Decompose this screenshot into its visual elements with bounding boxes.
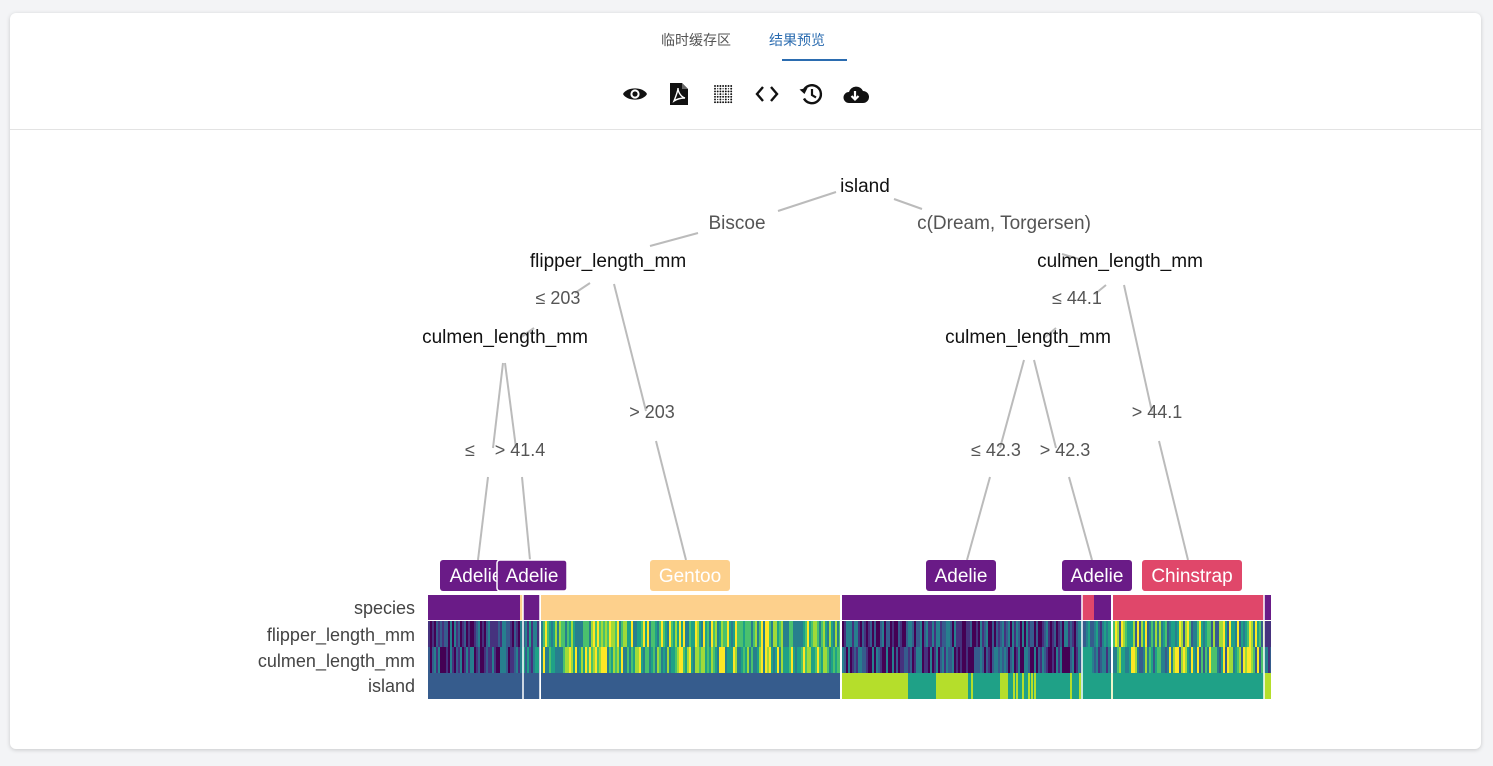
leaf-node: Adelie bbox=[926, 560, 996, 591]
edge-line bbox=[613, 283, 647, 412]
leaf-node: Adelie bbox=[1062, 560, 1132, 591]
leaf-box bbox=[496, 559, 568, 592]
split-node-label: culmen_length_mm bbox=[1037, 251, 1203, 272]
edge-label: ≤ 203 bbox=[536, 288, 581, 308]
edge-line bbox=[1094, 284, 1107, 295]
edge-line bbox=[655, 440, 687, 561]
edge-line bbox=[574, 282, 591, 294]
edge-line bbox=[777, 191, 837, 212]
leaf-node: Adelie bbox=[496, 559, 568, 592]
edge-label: Biscoe bbox=[708, 213, 765, 234]
eye-icon bbox=[623, 88, 647, 100]
edge-line bbox=[1158, 440, 1189, 561]
heatmap-row-label: culmen_length_mm bbox=[258, 651, 415, 672]
split-node-label: culmen_length_mm bbox=[945, 327, 1111, 348]
decision-tree-canvas: island flipper_length_mm culmen_length_m… bbox=[258, 176, 1271, 699]
dot-grid-icon bbox=[714, 85, 733, 104]
edge-label: ≤ bbox=[465, 440, 475, 460]
edge-line bbox=[649, 232, 699, 247]
edge-line bbox=[1123, 284, 1153, 413]
history-button[interactable] bbox=[797, 79, 825, 109]
heatmap-row-label: flipper_length_mm bbox=[267, 625, 415, 646]
leaf-box bbox=[1062, 560, 1132, 591]
active-tab-indicator bbox=[782, 59, 847, 61]
cloud-download-icon bbox=[843, 86, 869, 103]
edge-label: ≤ 42.3 bbox=[971, 440, 1021, 460]
leaf-label: Chinstrap bbox=[1151, 566, 1232, 587]
preview-button[interactable] bbox=[621, 79, 649, 109]
decision-tree: island flipper_length_mm culmen_length_m… bbox=[10, 130, 1481, 749]
pdf-icon bbox=[670, 83, 688, 105]
leaf-box bbox=[1142, 560, 1242, 591]
heatmap-button[interactable] bbox=[709, 79, 737, 109]
feature-heatmap bbox=[428, 595, 1271, 699]
leaf-box bbox=[926, 560, 996, 591]
edge-label: c(Dream, Torgersen) bbox=[917, 213, 1091, 234]
edge-line bbox=[504, 362, 517, 449]
heatmap-row-label: island bbox=[368, 676, 415, 696]
edge-line bbox=[893, 198, 923, 210]
edge-line bbox=[1061, 253, 1083, 261]
toolbar bbox=[10, 79, 1481, 109]
edge-label: ≤ 44.1 bbox=[1052, 288, 1102, 308]
edge-line bbox=[1033, 359, 1057, 449]
edge-line bbox=[1043, 327, 1057, 339]
edge-line bbox=[999, 359, 1025, 449]
edge-line bbox=[521, 476, 531, 561]
root-node-label: island bbox=[840, 176, 890, 197]
download-button[interactable] bbox=[841, 79, 869, 109]
edge-line bbox=[519, 327, 535, 339]
export-pdf-button[interactable] bbox=[665, 79, 693, 109]
tab-temp-cache[interactable]: 临时缓存区 bbox=[661, 33, 731, 49]
toolbar-divider bbox=[10, 129, 1481, 130]
leaf-label: Adelie bbox=[450, 566, 503, 587]
leaf-node: Adelie bbox=[440, 560, 508, 591]
leaf-box bbox=[440, 560, 508, 591]
result-panel: 临时缓存区 结果预览 bbox=[10, 13, 1481, 749]
split-node-label: flipper_length_mm bbox=[530, 251, 686, 272]
leaf-label: Adelie bbox=[506, 566, 559, 587]
edge-line bbox=[492, 362, 504, 449]
tab-bar: 临时缓存区 结果预览 bbox=[10, 13, 1481, 61]
tab-result-preview[interactable]: 结果预览 bbox=[769, 33, 825, 49]
edge-label: > 44.1 bbox=[1132, 402, 1183, 422]
leaf-node: Gentoo bbox=[650, 560, 730, 591]
heatmap-row-label: species bbox=[354, 598, 415, 618]
leaf-label: Adelie bbox=[935, 566, 988, 587]
leaf-label: Adelie bbox=[1071, 566, 1124, 587]
code-icon bbox=[755, 86, 779, 102]
leaf-label: Gentoo bbox=[659, 566, 721, 587]
leaf-node: Chinstrap bbox=[1142, 560, 1242, 591]
edge-line bbox=[1068, 476, 1093, 561]
edge-label: > 41.4 bbox=[495, 440, 546, 460]
edge-line bbox=[477, 476, 489, 561]
split-node-label: culmen_length_mm bbox=[422, 327, 588, 348]
edge-line bbox=[966, 476, 991, 561]
leaf-box bbox=[650, 560, 730, 591]
edge-label: > 42.3 bbox=[1040, 440, 1091, 460]
edge-label: > 203 bbox=[629, 402, 675, 422]
view-code-button[interactable] bbox=[753, 79, 781, 109]
history-icon bbox=[799, 84, 823, 105]
